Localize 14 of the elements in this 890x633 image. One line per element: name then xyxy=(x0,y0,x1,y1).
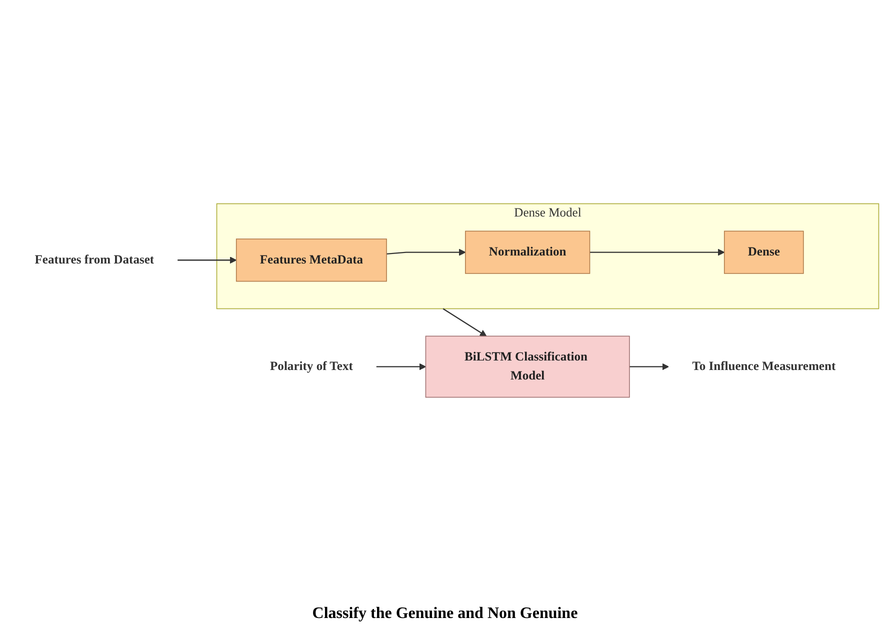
node-text: Features from Dataset xyxy=(34,253,154,266)
arrow xyxy=(590,248,725,256)
arrow xyxy=(629,363,669,370)
arrow xyxy=(178,256,237,264)
node-box: Normalization xyxy=(465,230,590,274)
arrow xyxy=(442,308,487,336)
arrow xyxy=(376,363,426,370)
arrow xyxy=(386,248,466,256)
node-box: Dense xyxy=(724,230,804,274)
node-box: Features MetaData xyxy=(236,238,387,282)
node-text: Polarity of Text xyxy=(270,360,353,373)
caption: Classify the Genuine and Non Genuine xyxy=(312,605,578,623)
node-text: To Influence Measurement xyxy=(692,360,836,373)
node-box: BiLSTM Classification Model xyxy=(425,336,630,398)
